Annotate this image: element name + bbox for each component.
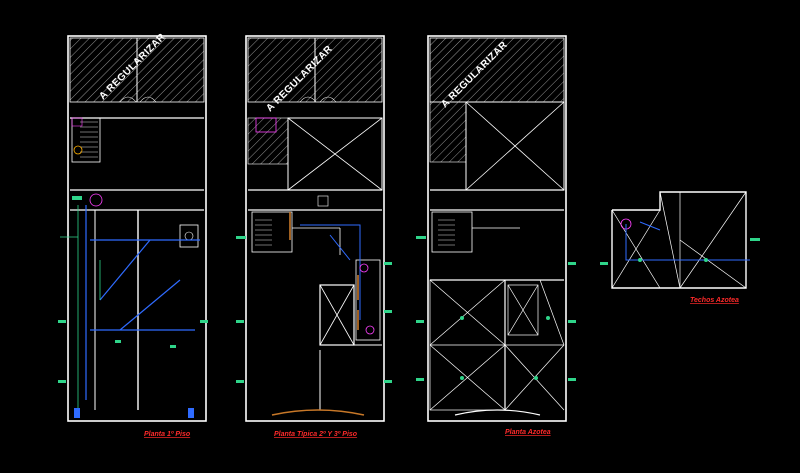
plan3-title: Planta Azotea (505, 429, 551, 436)
plan1-title: Planta 1º Piso (144, 431, 191, 438)
plan2-outline (245, 35, 385, 422)
plan-planta-azotea: A REGULARIZAR (416, 35, 576, 436)
plan4-title: Techos Azotea (690, 297, 739, 304)
plan-planta-1: A REGULARIZAR (58, 31, 208, 438)
plan2-title: Planta Típica 2º Y 3º Piso (274, 431, 358, 438)
plan-techos-azotea: Techos Azotea (600, 191, 760, 304)
plan-planta-tipica: A REGULARIZAR (236, 35, 392, 438)
plan3-outline (427, 35, 567, 422)
plan1-outline (67, 35, 207, 422)
plan3-regularize-zone (429, 37, 565, 103)
